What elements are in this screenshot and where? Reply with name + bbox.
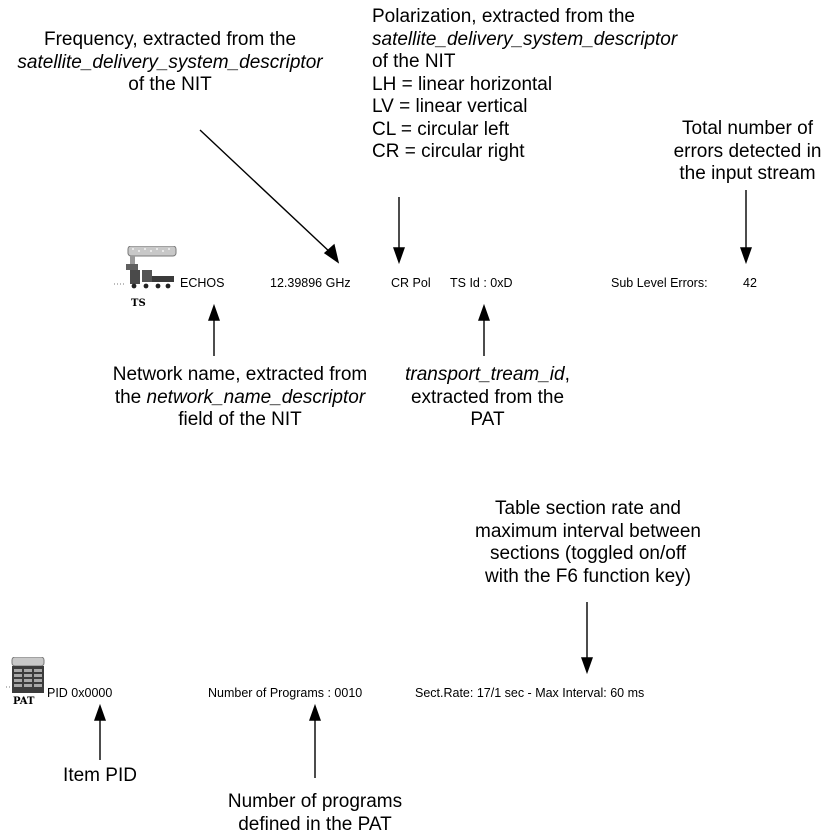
- transport-arrowhead: [478, 303, 490, 321]
- sectrate-annotation: Table section rate and maximum interval …: [475, 498, 701, 587]
- sect-rate-value: Sect.Rate: 17/1 sec - Max Interval: 60 m…: [415, 686, 645, 700]
- frequency-arrowhead: [323, 243, 340, 264]
- itempid-annotation: Item PID: [63, 765, 137, 786]
- programs-value: Number of Programs : 0010: [208, 686, 363, 700]
- polarization-annotation: Polarization, extracted from the satelli…: [372, 6, 678, 162]
- errors-label: Sub Level Errors:: [611, 276, 708, 290]
- ts-id-value: TS Id : 0xD: [450, 276, 513, 290]
- frequency-annotation: Frequency, extracted from the satellite_…: [17, 29, 323, 95]
- polarization-value: CR Pol: [391, 276, 431, 290]
- pid-value: PID 0x0000: [47, 686, 113, 700]
- frequency-value: 12.39896 GHz: [270, 276, 351, 290]
- errors-arrowhead: [740, 247, 752, 265]
- sectrate-arrowhead: [581, 657, 593, 675]
- errors-value: 42: [743, 276, 757, 290]
- pat-icon[interactable]: [6, 656, 46, 707]
- programs-annotation: Number of programs defined in the PAT: [227, 791, 403, 835]
- frequency-arrow-line: [199, 129, 333, 255]
- programs-arrowhead: [309, 703, 321, 721]
- pat-icon-label: PAT: [13, 696, 35, 707]
- polarization-arrowhead: [393, 247, 405, 265]
- table-icon: [6, 656, 45, 693]
- itempid-arrowhead: [94, 703, 106, 721]
- ts-icon[interactable]: [114, 245, 180, 316]
- network-arrowhead: [208, 303, 220, 321]
- train-icon: [114, 245, 177, 289]
- ts-icon-label: TS: [131, 298, 146, 309]
- network-name: ECHOS: [180, 276, 225, 290]
- errors-annotation: Total number of errors detected in the i…: [673, 118, 822, 184]
- transport-annotation: transport_tream_id, extracted from the P…: [405, 364, 570, 430]
- network-annotation: Network name, extracted from the network…: [112, 364, 368, 430]
